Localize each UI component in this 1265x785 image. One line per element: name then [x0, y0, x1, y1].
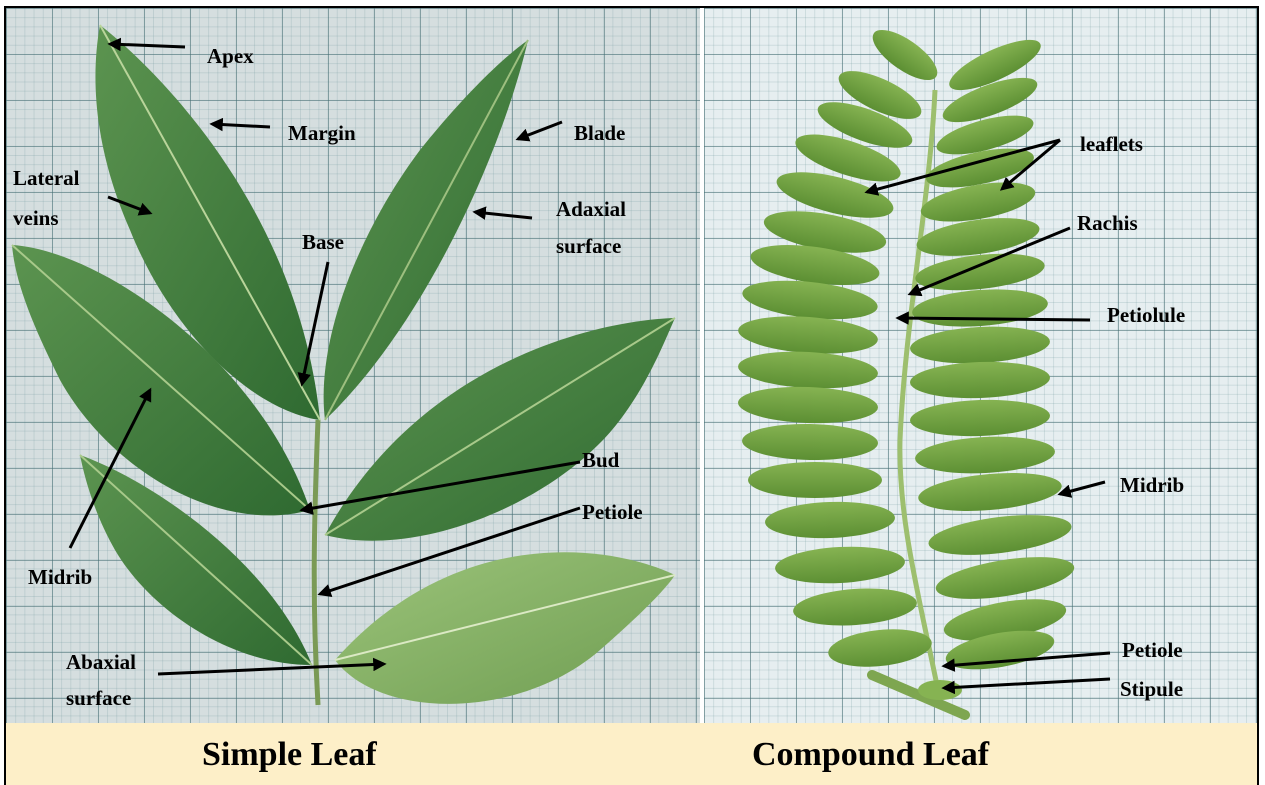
label-apex: Apex: [207, 44, 254, 68]
label-adaxial-2: surface: [556, 234, 621, 258]
label-lateral-veins-2: veins: [13, 206, 59, 230]
label-petiole-simple: Petiole: [582, 500, 643, 524]
label-midrib-compound: Midrib: [1120, 473, 1184, 497]
arrow-midrib-compound: [1060, 482, 1105, 494]
label-adaxial-1: Adaxial: [556, 197, 626, 221]
label-base: Base: [302, 230, 344, 254]
leaf-top-right-midrib: [325, 40, 528, 420]
label-stipule: Stipule: [1120, 677, 1183, 701]
arrow-stipule: [944, 679, 1110, 688]
label-abaxial-1: Abaxial: [66, 650, 136, 674]
label-petiolule: Petiolule: [1107, 303, 1185, 327]
arrow-adaxial: [475, 212, 532, 218]
label-petiole-compound: Petiole: [1122, 638, 1183, 662]
label-rachis: Rachis: [1077, 211, 1138, 235]
label-blade: Blade: [574, 121, 625, 145]
arrow-petiolule: [898, 318, 1090, 320]
label-bud: Bud: [582, 448, 620, 472]
simple-stem: [314, 420, 318, 705]
label-margin: Margin: [288, 121, 356, 145]
arrow-margin: [212, 124, 270, 127]
label-abaxial-2: surface: [66, 686, 131, 710]
arrow-base: [302, 262, 328, 384]
label-lateral-veins-1: Lateral: [13, 166, 80, 190]
label-midrib-simple: Midrib: [28, 565, 92, 589]
arrow-blade: [518, 122, 562, 139]
compound-petiole-base: [918, 680, 962, 700]
label-leaflets: leaflets: [1080, 132, 1143, 156]
leaf-bottom-right: [335, 552, 675, 704]
